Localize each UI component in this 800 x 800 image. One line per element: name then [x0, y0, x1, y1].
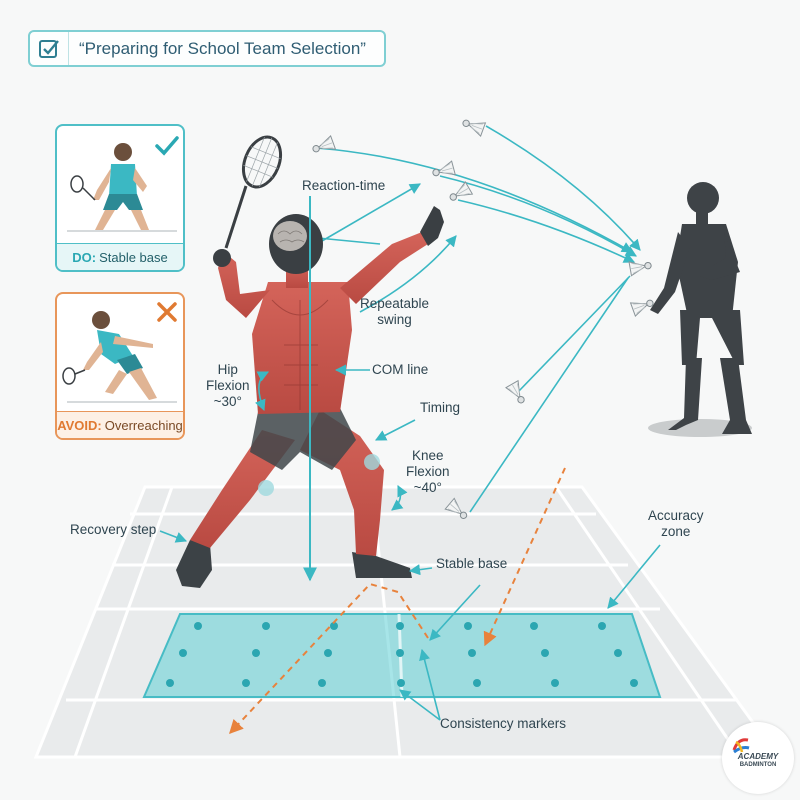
logo-swirl-icon: [732, 738, 750, 754]
knee-flexion-line1: Knee: [412, 448, 444, 463]
repeatable-swing-line2: swing: [377, 312, 412, 327]
knee-flexion-label: Knee Flexion ~40°: [406, 448, 450, 496]
cross-icon: [157, 302, 177, 322]
do-prefix: DO:: [72, 249, 97, 265]
repeatable-swing-line1: Repeatable: [360, 296, 430, 311]
player-anatomy-figure: [176, 206, 444, 588]
stable-base-label: Stable base: [436, 556, 508, 571]
do-text: Stable base: [99, 249, 168, 265]
avoid-prefix: AVOID:: [57, 417, 102, 433]
racket: [224, 135, 283, 249]
check-icon: [155, 136, 179, 156]
checkbox-check-icon: [30, 32, 69, 65]
title-banner: “Preparing for School Team Selection”: [28, 30, 386, 67]
accuracy-zone-label: Accuracy zone: [648, 508, 704, 540]
hip-flexion-line2: Flexion: [206, 378, 250, 393]
avoid-card: AVOID: Overreaching: [55, 292, 185, 440]
do-card: DO: Stable base: [55, 124, 185, 272]
hip-flexion-line1: Hip: [217, 362, 238, 377]
logo-text-badminton: BADMINTON: [739, 762, 777, 768]
page-title: “Preparing for School Team Selection”: [79, 38, 366, 58]
hip-flexion-label: Hip Flexion ~30°: [206, 362, 250, 410]
logo-text-academy: ACADEMY: [737, 752, 779, 761]
repeatable-swing-label: Repeatable swing: [360, 296, 429, 328]
shot-trajectories: [229, 467, 566, 735]
annotation-arrows: [159, 364, 661, 721]
do-label: DO: Stable base: [57, 243, 183, 270]
stable-base-figure: [67, 143, 177, 232]
consistency-markers-label: Consistency markers: [440, 716, 567, 731]
reaction-time-label: Reaction-time: [302, 178, 386, 193]
knee-flexion-line3: ~40°: [413, 480, 442, 495]
feeder-silhouette: [648, 182, 752, 437]
consistency-markers: [166, 622, 638, 687]
timing-label: Timing: [420, 400, 461, 415]
accuracy-zone-line2: zone: [661, 524, 691, 539]
avoid-label: AVOID: Overreaching: [57, 411, 183, 438]
recovery-step-label: Recovery step: [70, 522, 157, 537]
knee-flexion-line2: Flexion: [406, 464, 450, 479]
academy-logo-icon: ACADEMY BADMINTON: [722, 722, 794, 794]
hip-flexion-line3: ~30°: [213, 394, 242, 409]
com-line-label: COM line: [372, 362, 429, 377]
avoid-text: Overreaching: [104, 417, 183, 433]
accuracy-zone-line1: Accuracy: [648, 508, 704, 523]
overreaching-figure: [62, 311, 177, 403]
trajectory-lines: [315, 125, 641, 513]
